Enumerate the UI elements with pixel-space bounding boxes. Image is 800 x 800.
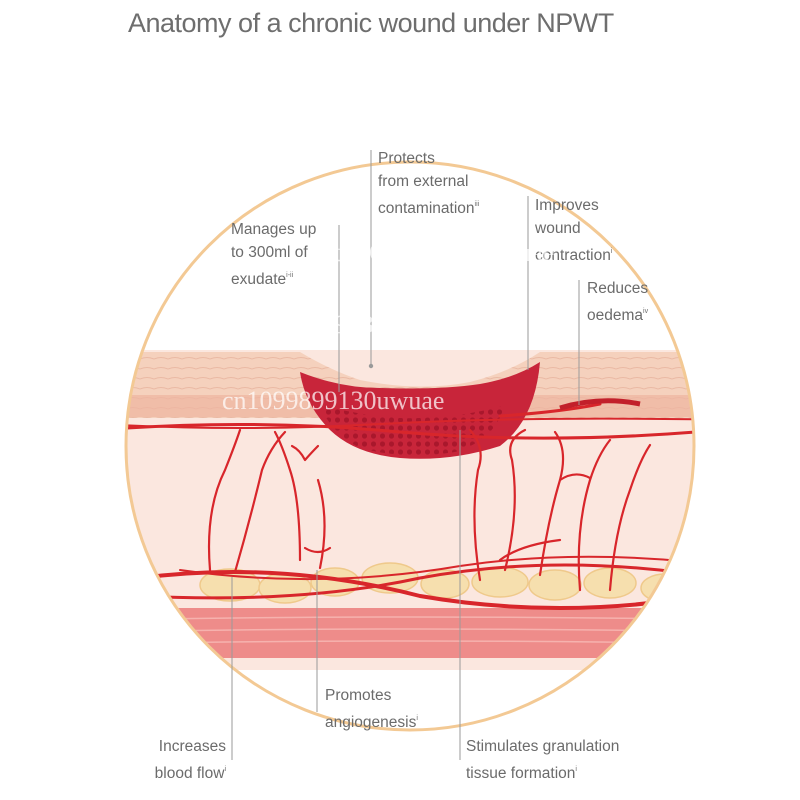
label-stimulates: Stimulates granulation tissue formationi bbox=[466, 738, 620, 782]
label-manages: Manages up to 300ml of exudatei-ii bbox=[231, 221, 317, 288]
label-reduces: Reduces oedemaiv bbox=[587, 280, 649, 324]
capillary-network bbox=[207, 428, 652, 592]
label-promotes: Promotes angiogenesisi bbox=[325, 687, 418, 731]
lens-circle-border bbox=[124, 160, 696, 732]
label-protects: Protects from external contaminationiii bbox=[378, 150, 480, 217]
watermark: cn1099899130uwuae bbox=[332, 238, 555, 267]
superficial-vessels bbox=[126, 402, 694, 440]
label-improves: Improves wound contractioni bbox=[535, 197, 613, 264]
diagram-title: Anatomy of a chronic wound under NPWT bbox=[128, 8, 614, 38]
label-increases: Increases blood flowi bbox=[154, 738, 226, 782]
leader-dot bbox=[368, 363, 374, 369]
watermark: cn1099899130uwuae bbox=[232, 310, 455, 339]
oedema-area bbox=[559, 398, 641, 411]
leader-lines bbox=[231, 150, 580, 760]
watermark: cn1099899130uwuae bbox=[222, 386, 445, 415]
granulation-tissue bbox=[320, 405, 505, 456]
